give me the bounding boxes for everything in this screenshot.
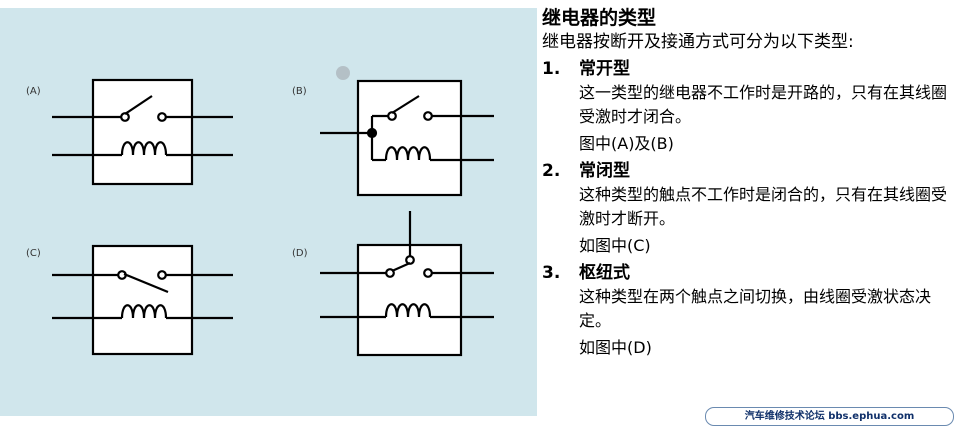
item-description: 这种类型在两个触点之间切换，由线圈受激状态决定。	[579, 287, 932, 330]
item-number: 2.	[542, 161, 561, 181]
label-c: (C)	[26, 248, 41, 259]
list-item: 1. 常开型 这一类型的继电器不工作时是开路的，只有在其线圈受激时才闭合。 图中…	[542, 57, 956, 156]
relay-diagram: (A) (B)	[26, 66, 494, 357]
label-a: (A)	[26, 86, 41, 97]
item-heading: 常闭型	[579, 161, 630, 181]
item-number: 3.	[542, 263, 561, 283]
intro-text: 继电器按断开及接通方式可分为以下类型:	[542, 32, 854, 52]
forum-watermark: 汽车维修技术论坛 bbs.ephua.com	[705, 407, 954, 426]
relay-a: (A)	[26, 78, 233, 186]
item-reference: 图中(A)及(B)	[579, 134, 674, 153]
relay-c: (C)	[26, 244, 233, 356]
item-number: 1.	[542, 59, 561, 79]
relay-b: (B)	[292, 66, 494, 197]
dot-marker	[336, 66, 350, 80]
relay-d: (D)	[292, 211, 494, 357]
item-heading: 常开型	[579, 59, 630, 79]
item-description: 这一类型的继电器不工作时是开路的，只有在其线圈受激时才闭合。	[579, 83, 948, 126]
item-reference: 如图中(C)	[579, 236, 651, 255]
label-b: (B)	[292, 86, 307, 97]
item-heading: 枢纽式	[579, 263, 630, 283]
list-item: 3. 枢纽式 这种类型在两个触点之间切换，由线圈受激状态决定。 如图中(D)	[542, 261, 956, 360]
diagram-panel: (A) (B)	[0, 8, 537, 416]
item-description: 这种类型的触点不工作时是闭合的，只有在其线圈受激时才断开。	[579, 185, 948, 228]
text-area: 继电器的类型 继电器按断开及接通方式可分为以下类型: 1. 常开型 这一类型的继…	[542, 6, 956, 360]
label-d: (D)	[292, 248, 308, 259]
item-reference: 如图中(D)	[579, 338, 652, 357]
section-title: 继电器的类型	[542, 7, 657, 29]
list-item: 2. 常闭型 这种类型的触点不工作时是闭合的，只有在其线圈受激时才断开。 如图中…	[542, 159, 956, 258]
